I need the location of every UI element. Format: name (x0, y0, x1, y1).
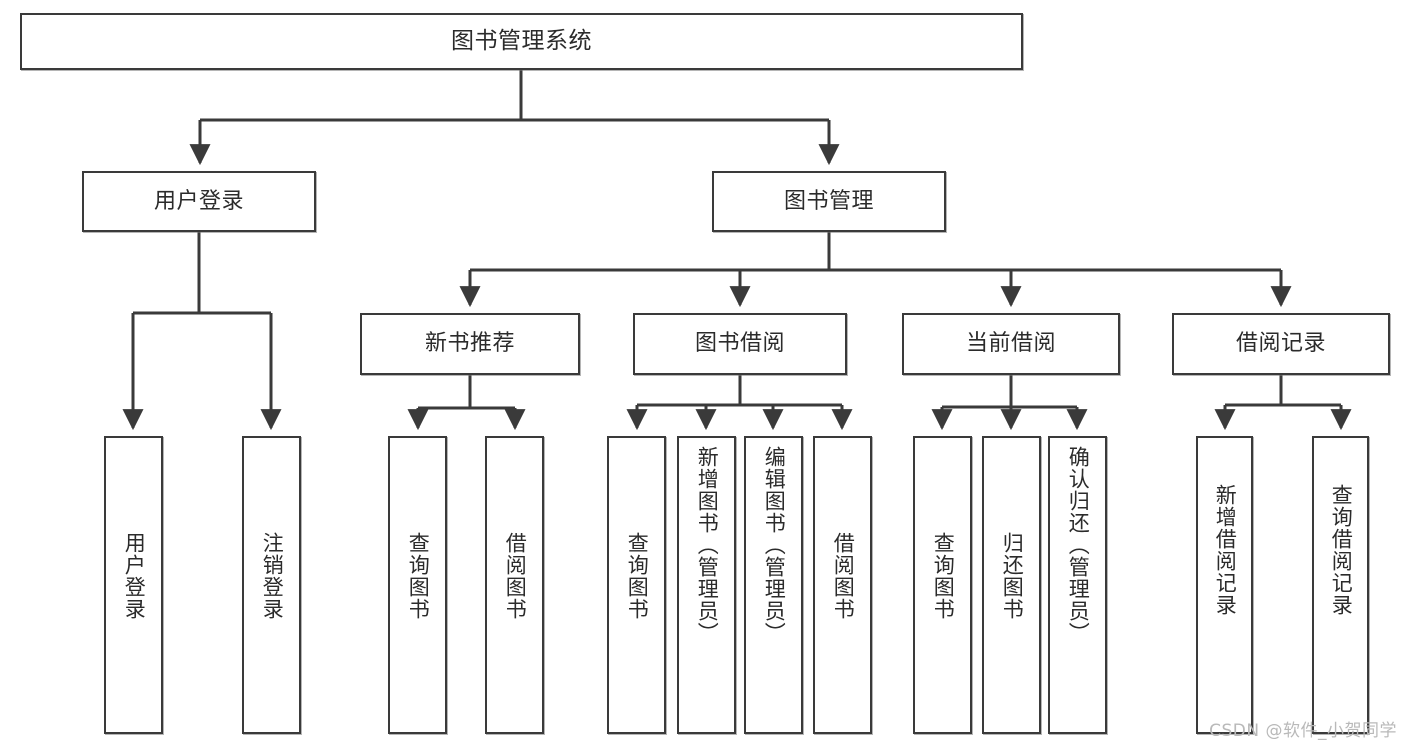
node-label: 图书管理系统 (451, 28, 592, 55)
node-label: 借阅记录 (1235, 331, 1326, 357)
node-label: 借阅图书 (503, 532, 528, 620)
node-label: 用户登录 (122, 532, 147, 620)
node-current-borrow[interactable]: 当前借阅 (902, 313, 1120, 375)
leaf-user-login-logout[interactable]: 注销登录 (242, 436, 301, 734)
node-new-book-recommend[interactable]: 新书推荐 (360, 313, 580, 375)
node-label: 新书推荐 (424, 331, 515, 357)
node-root-system[interactable]: 图书管理系统 (20, 13, 1023, 70)
node-label: 注销登录 (260, 532, 285, 620)
leaf-user-login-login[interactable]: 用户登录 (104, 436, 163, 734)
node-borrow-record[interactable]: 借阅记录 (1172, 313, 1390, 375)
node-label: 图书借阅 (694, 331, 785, 357)
node-label: 借阅图书 (831, 532, 856, 620)
leaf-borrow-edit-book-admin[interactable]: 编辑图书（管理员） (744, 436, 803, 734)
node-label: 新增图书（管理员） (695, 446, 720, 644)
node-label: 图书管理 (783, 188, 874, 214)
leaf-current-query-book[interactable]: 查询图书 (913, 436, 972, 734)
node-book-borrow[interactable]: 图书借阅 (633, 313, 847, 375)
node-label: 确认归还（管理员） (1066, 446, 1091, 644)
node-label: 用户登录 (153, 188, 244, 214)
leaf-record-add-record[interactable]: 新增借阅记录 (1196, 436, 1253, 734)
leaf-recommend-query-book[interactable]: 查询图书 (388, 436, 447, 734)
node-book-management[interactable]: 图书管理 (712, 171, 946, 232)
node-label: 查询图书 (625, 532, 650, 620)
node-label: 编辑图书（管理员） (762, 446, 787, 644)
watermark-text: CSDN @软件_小贺同学 (1209, 721, 1397, 741)
leaf-borrow-borrow-book[interactable]: 借阅图书 (813, 436, 872, 734)
node-label: 新增借阅记录 (1213, 484, 1238, 616)
node-label: 查询图书 (406, 532, 431, 620)
leaf-borrow-query-book[interactable]: 查询图书 (607, 436, 666, 734)
node-label: 查询借阅记录 (1329, 484, 1354, 616)
leaf-borrow-add-book-admin[interactable]: 新增图书（管理员） (677, 436, 736, 734)
node-user-login[interactable]: 用户登录 (82, 171, 316, 232)
leaf-record-query-record[interactable]: 查询借阅记录 (1312, 436, 1369, 734)
node-label: 查询图书 (931, 532, 956, 620)
leaf-current-return-book[interactable]: 归还图书 (982, 436, 1041, 734)
node-label: 归还图书 (1000, 532, 1025, 620)
leaf-current-confirm-return-admin[interactable]: 确认归还（管理员） (1048, 436, 1107, 734)
node-label: 当前借阅 (965, 331, 1056, 357)
leaf-recommend-borrow-book[interactable]: 借阅图书 (485, 436, 544, 734)
